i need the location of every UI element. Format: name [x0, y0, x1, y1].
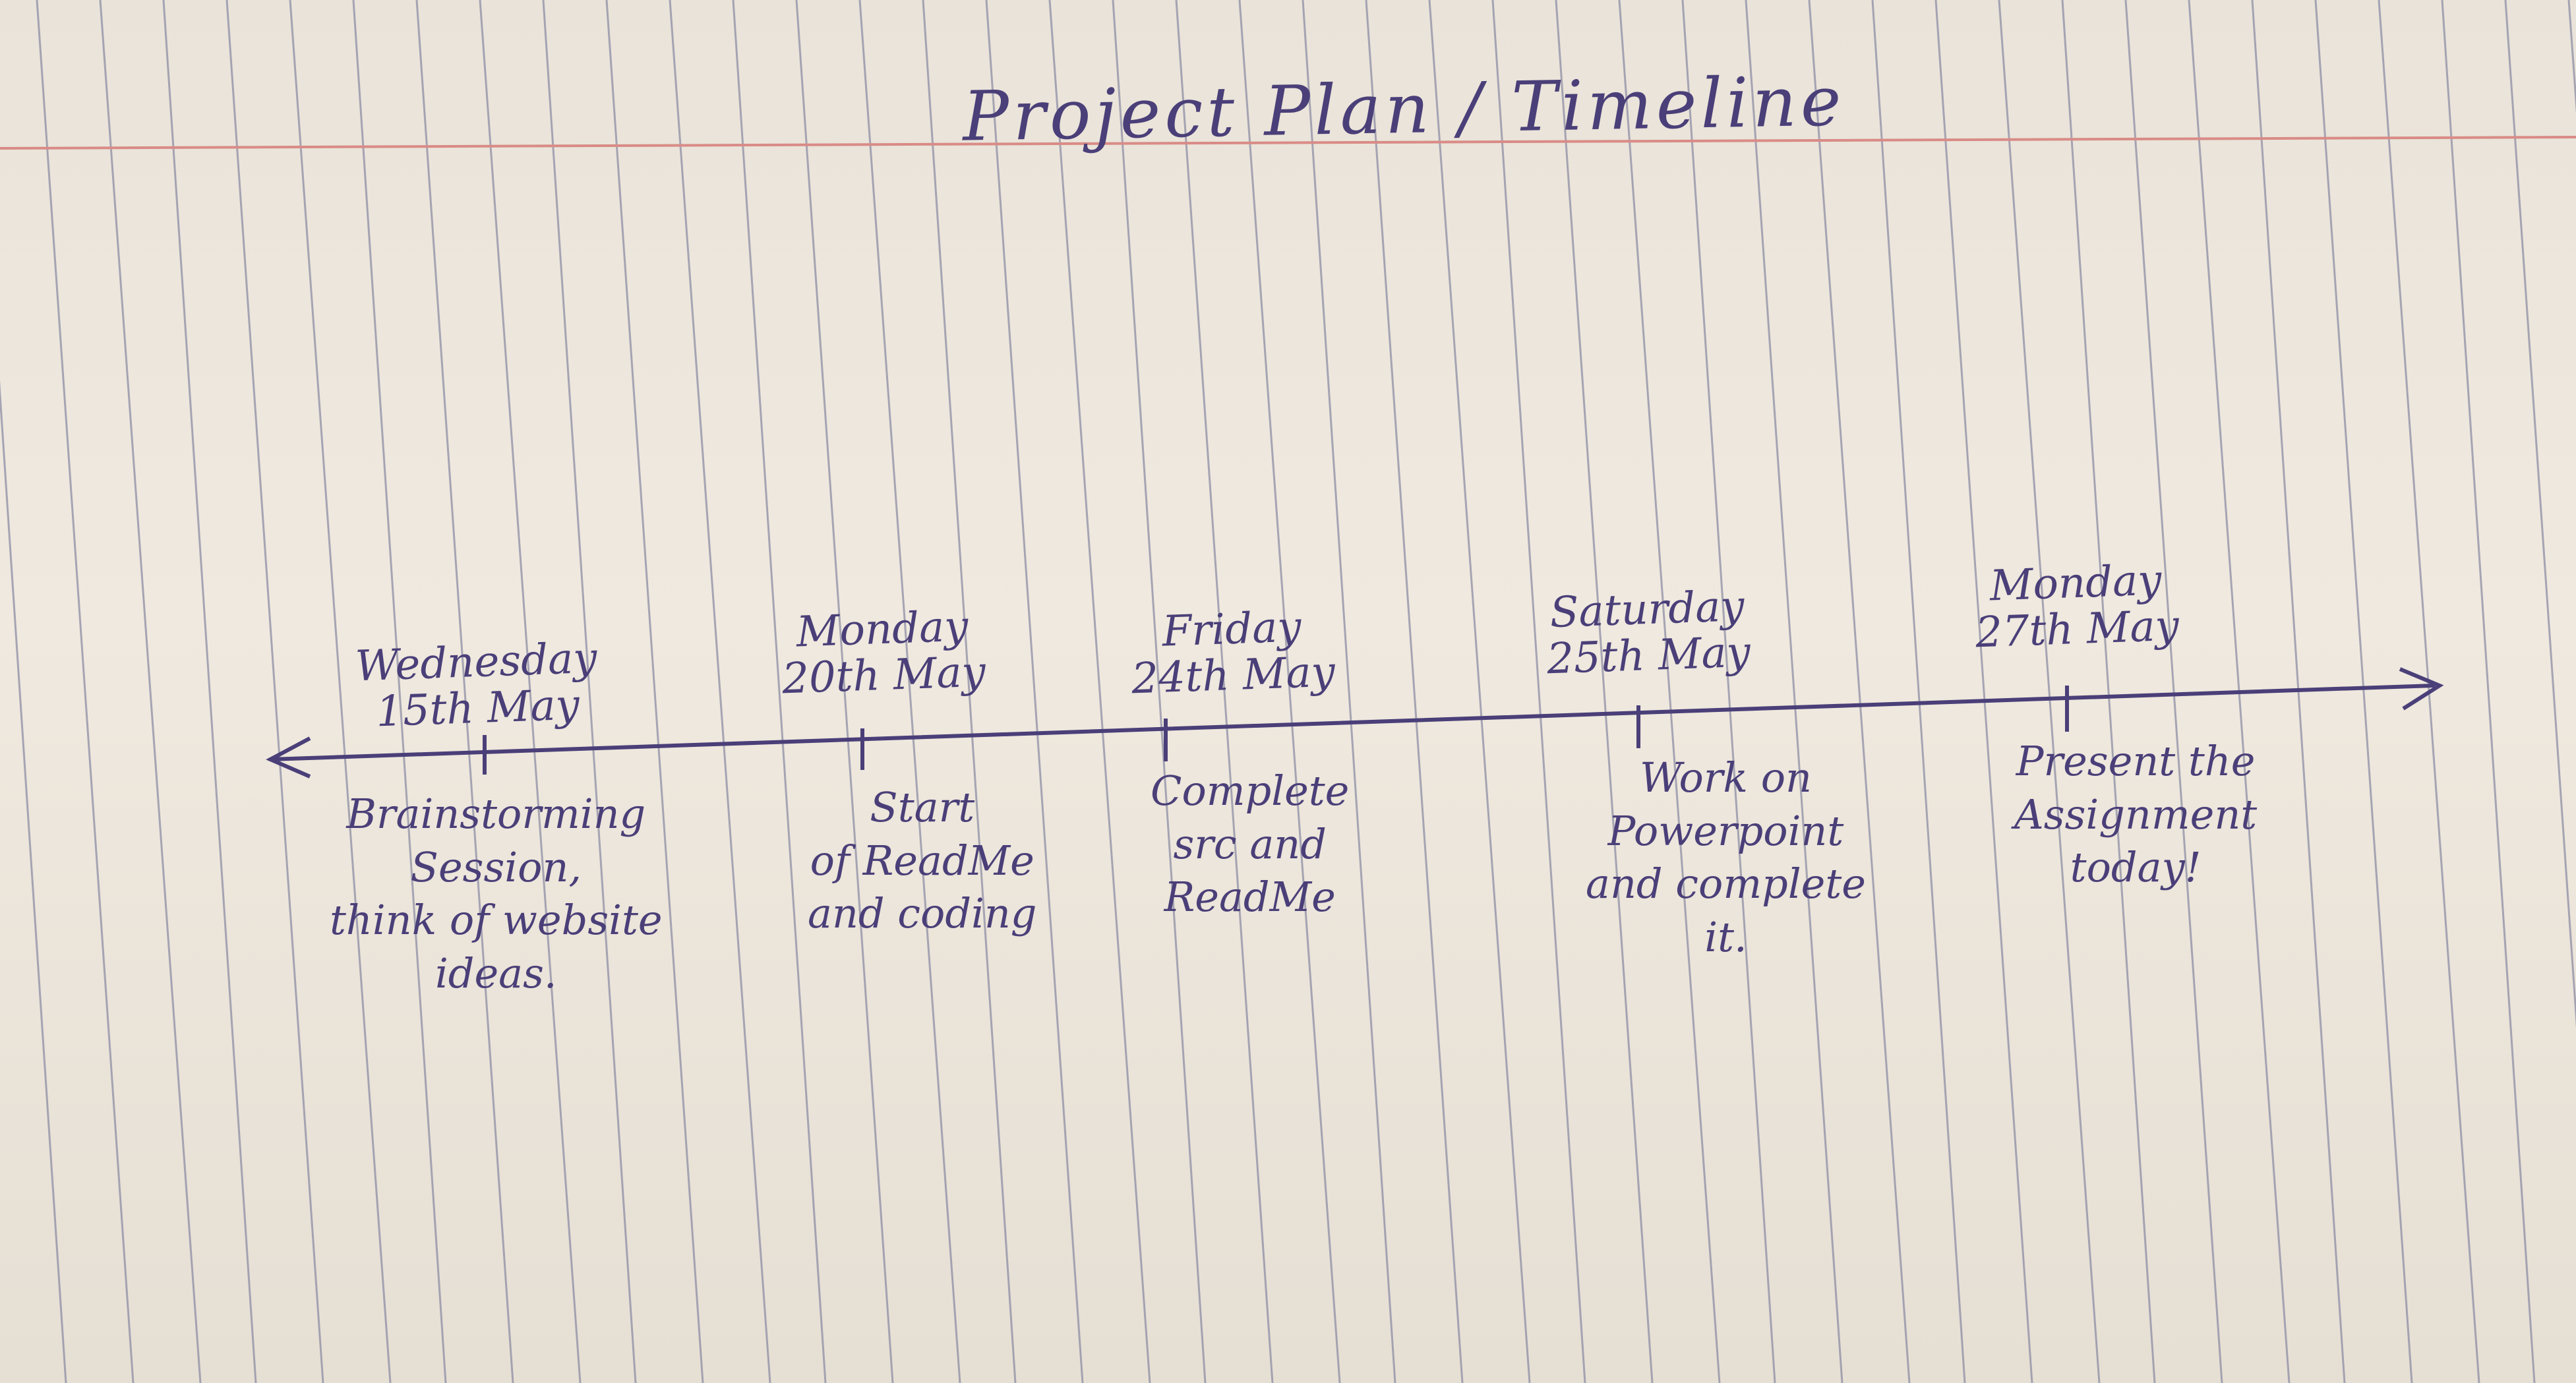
- event-note-line: Start: [870, 783, 975, 831]
- event-note-line: Assignment: [2014, 790, 2258, 839]
- rule-line: [1618, 0, 1721, 1383]
- rule-line: [858, 0, 961, 1383]
- event-date: Wednesday 15th May: [355, 634, 599, 737]
- event-day-month: 24th May: [1131, 648, 1336, 704]
- rule-line: [2061, 0, 2156, 1383]
- rule-line: [605, 0, 704, 1383]
- rule-line: [1934, 0, 2033, 1383]
- event-date: Monday 27th May: [1973, 556, 2180, 658]
- event-note-line: of ReadMe: [810, 836, 1034, 885]
- event-date: Monday 20th May: [780, 602, 986, 704]
- rule-line: [542, 0, 637, 1383]
- rule-line: [2504, 0, 2576, 1028]
- rule-line: [1681, 0, 1776, 1383]
- event-note-line: Brainstorming: [346, 790, 646, 838]
- event-weekday: Monday: [795, 602, 969, 657]
- event-note-line: ReadMe: [1164, 873, 1336, 922]
- rule-line: [99, 0, 202, 1383]
- rule-line: [732, 0, 827, 1383]
- rule-line: [1112, 0, 1207, 1383]
- event-note: Complete src and ReadMe: [1151, 765, 1349, 924]
- right-arrowhead: [2399, 667, 2444, 711]
- event-note-line: today!: [2070, 843, 2202, 892]
- rule-line: [1238, 0, 1341, 1383]
- rule-line: [2441, 0, 2536, 1383]
- rule-line: [162, 0, 257, 1383]
- rule-line: [985, 0, 1084, 1383]
- event-note-line: Complete: [1151, 767, 1350, 815]
- event-note-line: think of website: [330, 896, 663, 945]
- margin-line: [0, 136, 2576, 150]
- event-note-line: Powerpoint: [1607, 806, 1844, 855]
- event-day-month: 15th May: [375, 681, 581, 737]
- rule-line: [1745, 0, 1843, 1383]
- event-date: Saturday 25th May: [1545, 581, 1751, 684]
- rule-line: [352, 0, 447, 1383]
- rule-line: [479, 0, 582, 1383]
- rule-line: [1808, 0, 1911, 1383]
- rule-line: [2314, 0, 2413, 1383]
- left-arrowhead: [266, 736, 311, 779]
- event-day-month: 25th May: [1546, 628, 1751, 684]
- event-note: Present the Assignment today!: [2014, 735, 2257, 895]
- event-note-line: it.: [1704, 912, 1747, 961]
- rule-line: [1871, 0, 1966, 1383]
- rule-line: [795, 0, 894, 1383]
- rule-line: [669, 0, 771, 1383]
- rule-line: [1998, 0, 2101, 1383]
- event-note-line: and complete: [1586, 860, 1866, 908]
- rule-line: [922, 0, 1017, 1383]
- timeline-axis: [268, 684, 2435, 761]
- rule-line: [0, 380, 67, 1383]
- event-weekday: Saturday: [1549, 581, 1745, 638]
- rule-line: [289, 0, 392, 1383]
- event-note-line: Session,: [410, 842, 582, 891]
- event-day-month: 27th May: [1975, 602, 2180, 658]
- event-note-line: ideas.: [434, 949, 557, 997]
- event-note-line: Present the: [2016, 737, 2256, 785]
- event-note-line: Work on: [1639, 753, 1812, 802]
- event-note-line: and coding: [808, 889, 1037, 938]
- event-note-line: src and: [1173, 819, 1327, 868]
- event-note: Start of ReadMe and coding: [808, 781, 1036, 941]
- event-note: Work on Powerpoint and complete it.: [1586, 751, 1866, 964]
- event-weekday: Monday: [1989, 556, 2163, 611]
- event-weekday: Friday: [1161, 603, 1302, 657]
- rule-line: [1302, 0, 1396, 1383]
- rule-line: [2124, 0, 2223, 1383]
- rule-line: [1048, 0, 1151, 1383]
- rule-line: [1428, 0, 1531, 1383]
- rule-line: [225, 0, 324, 1383]
- event-date: Friday 24th May: [1129, 603, 1336, 703]
- event-note: Brainstorming Session, think of website …: [330, 788, 663, 1000]
- rule-line: [415, 0, 514, 1383]
- event-day-month: 20th May: [781, 648, 986, 704]
- rule-line: [1175, 0, 1274, 1383]
- rule-line: [36, 0, 135, 1383]
- rule-line: [1555, 0, 1654, 1383]
- rule-line: [1365, 0, 1464, 1383]
- rule-line: [1491, 0, 1586, 1383]
